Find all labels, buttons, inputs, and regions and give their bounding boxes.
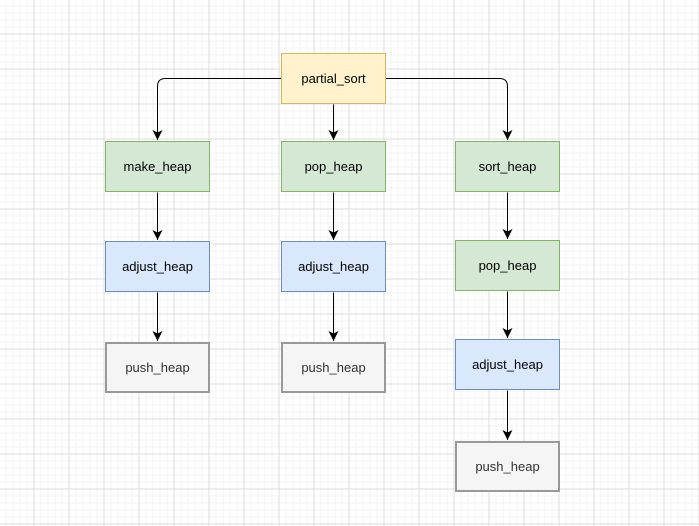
node-label: partial_sort xyxy=(301,71,366,86)
node-make-heap[interactable]: make_heap xyxy=(105,141,210,192)
node-label: sort_heap xyxy=(478,159,537,174)
edges-group xyxy=(152,78,513,440)
node-push-heap-mid[interactable]: push_heap xyxy=(281,342,386,393)
node-partial-sort[interactable]: partial_sort xyxy=(281,53,386,104)
node-label: pop_heap xyxy=(478,258,537,273)
node-pop-heap-mid[interactable]: pop_heap xyxy=(281,141,386,192)
node-push-heap-left[interactable]: push_heap xyxy=(105,342,210,393)
node-label: pop_heap xyxy=(304,159,363,174)
node-label: push_heap xyxy=(125,360,190,375)
node-adjust-heap-left[interactable]: adjust_heap xyxy=(105,241,210,292)
node-label: push_heap xyxy=(301,360,366,375)
node-label: adjust_heap xyxy=(122,259,193,274)
node-label: push_heap xyxy=(475,459,540,474)
edge-partial-sort-to-make-heap[interactable] xyxy=(152,78,282,141)
node-sort-heap[interactable]: sort_heap xyxy=(455,141,560,192)
node-adjust-heap-mid[interactable]: adjust_heap xyxy=(281,241,386,292)
edge-partial-sort-to-sort-heap[interactable] xyxy=(386,78,513,141)
node-label: make_heap xyxy=(123,159,192,174)
node-label: adjust_heap xyxy=(298,259,369,274)
node-pop-heap-right[interactable]: pop_heap xyxy=(455,240,560,291)
node-adjust-heap-right[interactable]: adjust_heap xyxy=(455,339,560,390)
node-push-heap-right[interactable]: push_heap xyxy=(455,441,560,492)
node-label: adjust_heap xyxy=(472,357,543,372)
